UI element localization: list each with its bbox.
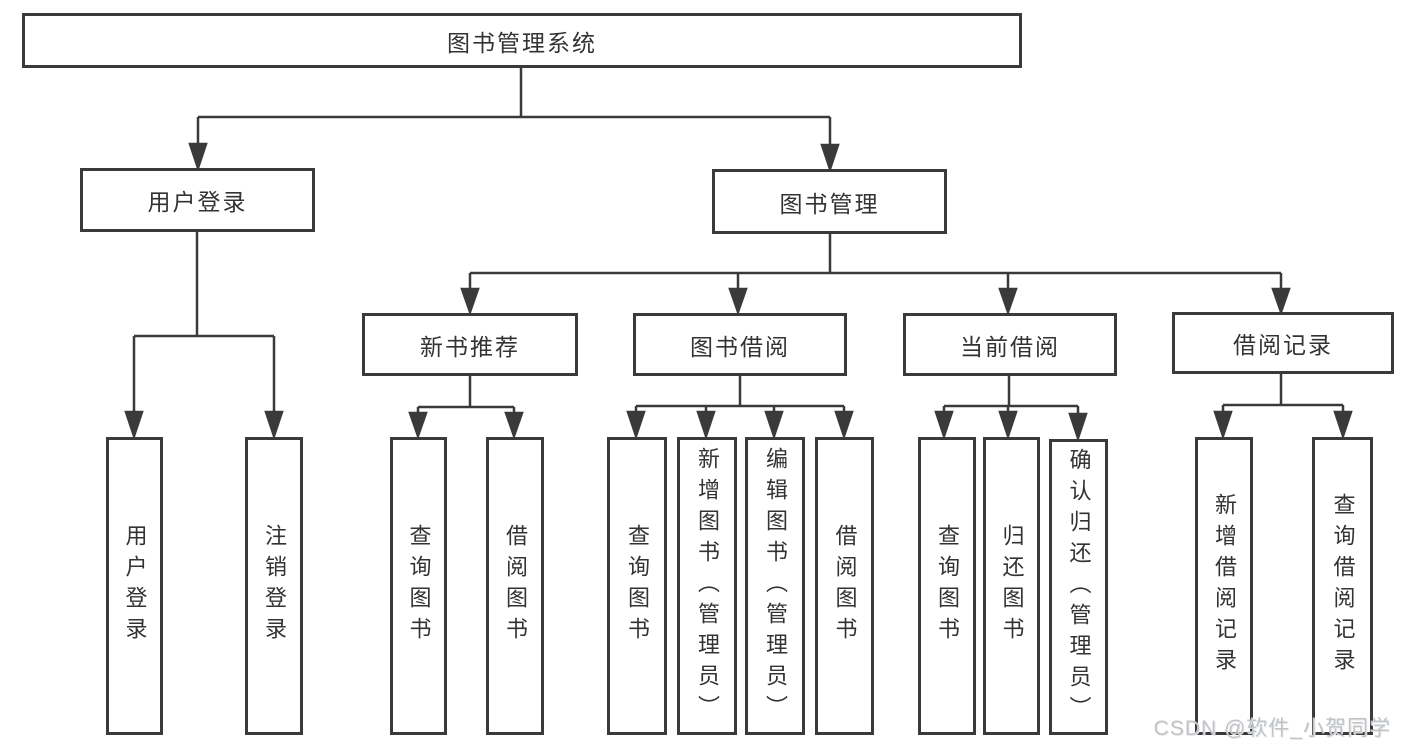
node-label: 图书管理 — [779, 190, 880, 217]
edge-user-login-to-leaves — [124, 232, 284, 440]
node-label: 用户登录 — [147, 189, 248, 215]
node-root-system: 图书管理系统 — [22, 13, 1022, 68]
leaf-query-book-current: 查询图书 — [918, 437, 976, 735]
leaf-logout: 注销登录 — [245, 437, 303, 735]
node-label: 查询图书 — [406, 524, 432, 648]
edge-root-to-level1 — [188, 68, 840, 173]
node-label: 借阅图书 — [832, 524, 858, 648]
leaf-add-borrow-record: 新增借阅记录 — [1195, 437, 1253, 735]
edge-book-borrow-to-leaves — [626, 376, 854, 440]
node-current-borrow: 当前借阅 — [903, 313, 1117, 376]
node-label: 图书管理系统 — [447, 29, 597, 56]
leaf-borrow-book-recommend: 借阅图书 — [486, 437, 544, 735]
node-label: 新增图书（管理员） — [695, 446, 720, 726]
edge-borrow-record-to-leaves — [1213, 374, 1353, 440]
node-label: 查询借阅记录 — [1330, 493, 1356, 679]
edge-current-borrow-to-leaves — [934, 376, 1088, 442]
node-label: 借阅记录 — [1233, 332, 1333, 358]
leaf-return-book: 归还图书 — [983, 437, 1040, 735]
node-label: 图书借阅 — [690, 333, 790, 360]
node-label: 查询图书 — [935, 524, 960, 648]
node-book-borrow: 图书借阅 — [633, 313, 847, 376]
node-user-login: 用户登录 — [80, 168, 315, 232]
leaf-query-book-borrow: 查询图书 — [607, 437, 667, 735]
leaf-confirm-return-admin: 确认归还（管理员） — [1049, 439, 1108, 735]
leaf-edit-book-admin: 编辑图书（管理员） — [745, 437, 805, 735]
node-label: 编辑图书（管理员） — [763, 446, 788, 726]
node-label: 用户登录 — [122, 524, 148, 648]
edge-book-mgmt-to-level2 — [460, 234, 1291, 316]
node-label: 注销登录 — [262, 524, 287, 648]
csdn-watermark: CSDN @软件_小贺同学 — [1153, 717, 1391, 740]
leaf-query-borrow-record: 查询借阅记录 — [1312, 437, 1373, 735]
node-label: 新书推荐 — [420, 333, 520, 360]
edge-new-book-to-leaves — [408, 376, 524, 440]
leaf-query-book-recommend: 查询图书 — [390, 437, 447, 735]
node-label: 确认归还（管理员） — [1066, 447, 1092, 727]
leaf-borrow-book: 借阅图书 — [815, 437, 874, 735]
leaf-user-login: 用户登录 — [106, 437, 163, 735]
node-label: 查询图书 — [625, 524, 650, 648]
node-label: 借阅图书 — [503, 524, 528, 648]
node-label: 当前借阅 — [960, 333, 1060, 360]
node-book-management: 图书管理 — [712, 169, 947, 234]
node-new-book-recommend: 新书推荐 — [362, 313, 578, 376]
node-label: 归还图书 — [999, 524, 1025, 648]
node-borrow-records: 借阅记录 — [1172, 312, 1394, 374]
node-label: 新增借阅记录 — [1212, 493, 1237, 679]
leaf-add-book-admin: 新增图书（管理员） — [677, 437, 737, 735]
